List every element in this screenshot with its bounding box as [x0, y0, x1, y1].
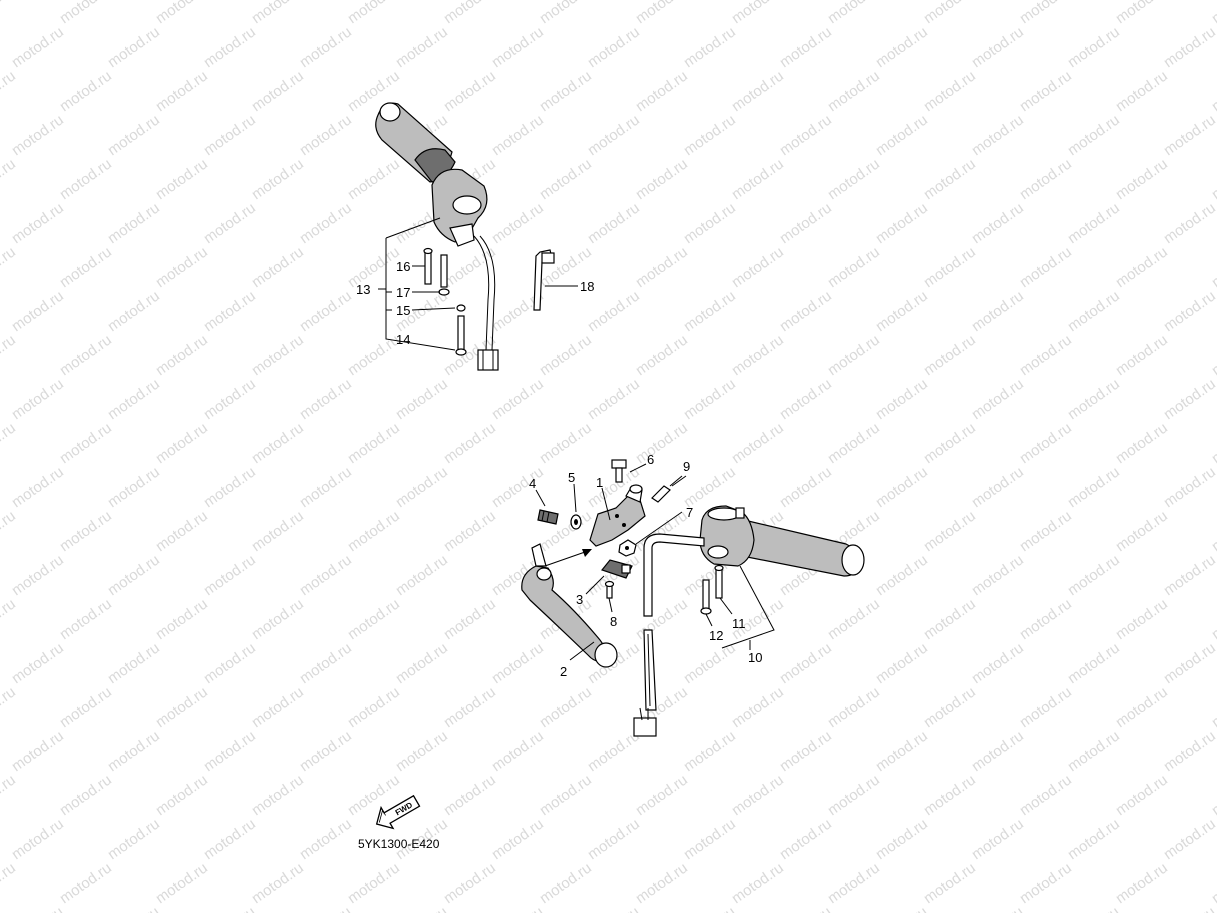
housing-clamp: [449, 223, 475, 247]
clutch-lever-2: [521, 543, 618, 668]
lever-holder-1: [589, 484, 646, 547]
bolt-4: [537, 509, 559, 525]
washer-5-hole: [574, 519, 578, 525]
callout-8: 8: [610, 614, 617, 629]
callout-15: 15: [396, 303, 410, 318]
nut-7: [618, 539, 637, 557]
leaders-lower-left: [535, 463, 687, 661]
callout-17: 17: [396, 285, 410, 300]
right-switch-cable: [643, 533, 705, 617]
callout-10: 10: [748, 650, 762, 665]
forward-direction-icon: FWD: [375, 794, 421, 830]
grip-end: [379, 102, 401, 122]
right-switch-connector: [633, 717, 657, 737]
callout-3: 3: [576, 592, 583, 607]
leader-13-bracket: [378, 217, 456, 351]
callout-1: 1: [596, 475, 603, 490]
leaders-lower-right: [705, 565, 775, 650]
screw-12: [700, 579, 712, 615]
callout-labels: 1 2 3 4 5 6 7 8 9 10 11 12 13 14 15 16 1…: [356, 259, 762, 679]
callout-6: 6: [647, 452, 654, 467]
screw-11: [714, 564, 724, 599]
callout-14: 14: [396, 332, 410, 347]
adjuster-9: [651, 475, 683, 503]
callout-13: 13: [356, 282, 370, 297]
screw-16: [423, 247, 433, 285]
arrow-head: [582, 549, 592, 557]
right-grip: [741, 519, 861, 577]
callout-11: 11: [732, 616, 746, 631]
left-handlebar-switch-assembly: [375, 102, 499, 371]
washer-15: [456, 304, 466, 312]
wire-clamp-18: [533, 249, 578, 311]
callout-2: 2: [560, 664, 567, 679]
diagram-code: 5YK1300-E420: [358, 837, 440, 851]
callout-4: 4: [529, 476, 536, 491]
screw-17: [438, 254, 450, 296]
right-handlebar-switch-assembly: [633, 505, 865, 737]
left-switch-connector: [477, 349, 499, 371]
screw-8: [604, 580, 615, 599]
callout-18: 18: [580, 279, 594, 294]
assembly-arrow: [544, 551, 586, 567]
callout-12: 12: [709, 628, 723, 643]
housing-button: [452, 195, 482, 215]
screw-14: [455, 315, 467, 356]
bolt-6: [611, 459, 627, 483]
callout-9: 9: [683, 459, 690, 474]
callout-16: 16: [396, 259, 410, 274]
callout-5: 5: [568, 470, 575, 485]
callout-7: 7: [686, 505, 693, 520]
clutch-switch-3: [600, 559, 633, 579]
